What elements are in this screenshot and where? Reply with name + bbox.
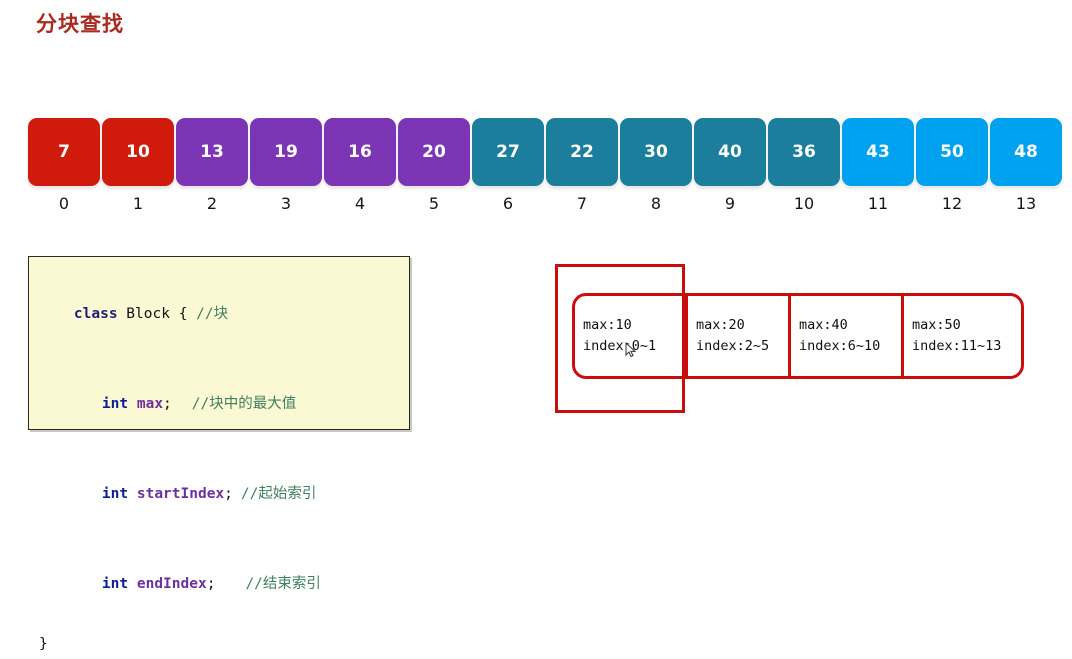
array-cell-value: 40	[694, 118, 766, 186]
code-line-field-max: int max; //块中的最大值	[39, 359, 409, 449]
page-title: 分块查找	[36, 13, 124, 36]
array-cell-index-label: 4	[354, 194, 366, 213]
block-index-range-label: index:6~10	[799, 338, 881, 354]
code-semicolon-startindex: ;	[224, 486, 233, 502]
code-type-int-startindex: int	[101, 486, 129, 502]
block-index-range-label: index:0~1	[583, 338, 657, 354]
array-cell-index-label: 11	[867, 194, 889, 213]
code-brace-close: }	[39, 636, 48, 652]
array-cell-index-label: 7	[576, 194, 588, 213]
code-semicolon-endindex: ;	[206, 576, 216, 592]
block-table-cell: max:20 index:2~5	[688, 296, 791, 376]
array-cell-value: 20	[398, 118, 470, 186]
code-comment-startindex: //起始索引	[240, 486, 317, 502]
array-cell-value: 48	[990, 118, 1062, 186]
code-variable-max: max	[128, 396, 164, 412]
array-cell-value: 13	[176, 118, 248, 186]
code-type-int-max: int	[101, 396, 129, 412]
array-cell-value: 30	[620, 118, 692, 186]
block-table-cell: max:50 index:11~13	[904, 296, 1021, 376]
block-index-table: max:10 index:0~1 max:20 index:2~5 max:40 inde…	[572, 293, 1024, 379]
array-cell-value: 36	[768, 118, 840, 186]
code-line-field-endindex: int endIndex; //结束索引	[39, 539, 409, 629]
array-cell-index-label: 0	[58, 194, 70, 213]
array-cell-index-label: 2	[206, 194, 218, 213]
code-block-panel: class Block { //块 int max; //块中的最大值 int s…	[28, 256, 410, 652]
code-line-field-startindex: int startIndex; //起始索引	[39, 449, 409, 539]
array-cell-value: 16	[324, 118, 396, 186]
block-max-label: max:20	[696, 317, 745, 333]
code-line-class-declaration: class Block { //块	[39, 269, 409, 359]
code-brace-open: {	[178, 306, 197, 322]
array-cell-index-label: 5	[428, 194, 440, 213]
code-semicolon-max: ;	[163, 396, 172, 412]
array-cell-value: 27	[472, 118, 544, 186]
block-table-cell: max:10 index:0~1	[575, 296, 688, 376]
code-keyword-class: class	[73, 306, 118, 322]
array-cell-value: 19	[250, 118, 322, 186]
array-cell-index-label: 1	[132, 194, 144, 213]
block-max-label: max:10	[583, 317, 632, 333]
array-cell-value: 7	[28, 118, 100, 186]
array-cell-value: 50	[916, 118, 988, 186]
code-variable-endindex: endIndex	[128, 576, 207, 592]
array-cell-index-label: 3	[280, 194, 292, 213]
code-comment-block: //块	[196, 306, 229, 322]
code-variable-startindex: startIndex	[128, 486, 225, 502]
array-cell-value: 22	[546, 118, 618, 186]
array-cell-index-label: 10	[793, 194, 815, 213]
block-table-cell: max:40 index:6~10	[791, 296, 904, 376]
block-index-range-label: index:2~5	[696, 338, 770, 354]
code-type-int-endindex: int	[101, 576, 129, 592]
array-cell-index-label: 6	[502, 194, 514, 213]
array-cell-index-label: 12	[941, 194, 963, 213]
code-comment-max: //块中的最大值	[191, 396, 297, 412]
array-cell-index-label: 8	[650, 194, 662, 213]
block-max-label: max:40	[799, 317, 848, 333]
block-max-label: max:50	[912, 317, 961, 333]
array-cell-index-label: 13	[1015, 194, 1037, 213]
code-comment-endindex: //结束索引	[245, 576, 321, 592]
array-cell-index-label: 9	[724, 194, 736, 213]
array-cell-value: 10	[102, 118, 174, 186]
array-cell-value: 43	[842, 118, 914, 186]
block-index-range-label: index:11~13	[912, 338, 1002, 354]
code-classname-block: Block	[117, 306, 179, 322]
